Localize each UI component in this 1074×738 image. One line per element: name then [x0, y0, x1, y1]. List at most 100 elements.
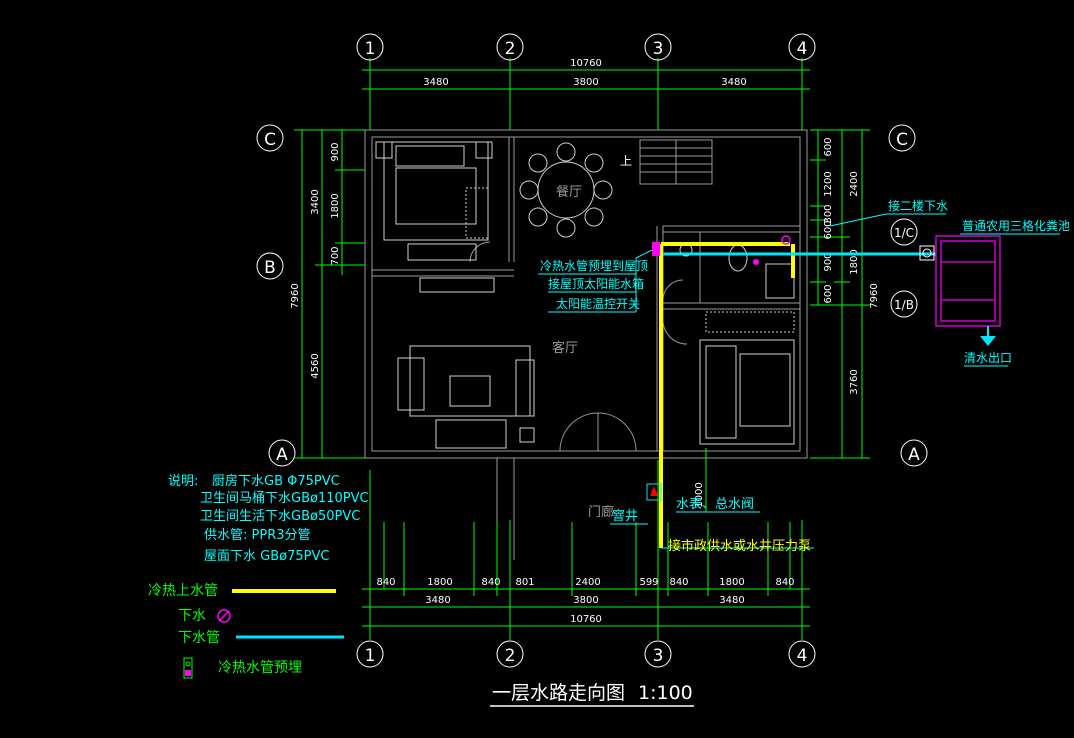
entrance-door — [559, 412, 599, 452]
stairs-up-label: 上 — [620, 154, 632, 168]
grid-label-col: 2 — [505, 646, 516, 666]
room-labels: 餐厅 客厅 门廊 上 — [552, 154, 632, 520]
note-solar-tank: 接屋顶太阳能水箱 — [548, 276, 644, 291]
notes-line: 卫生间生活下水GBø50PVC — [200, 509, 360, 524]
wardrobe — [705, 311, 795, 333]
drain-point-marker — [753, 259, 759, 265]
dimension-lines — [294, 69, 870, 627]
grid-label-col: 1 — [365, 39, 376, 59]
note-meter-valve: 水表、总水阀 — [676, 497, 754, 512]
septic-tank-outer — [935, 235, 1001, 327]
dim-left-inner: 700 — [330, 246, 341, 265]
legend-label-drain-point: 下水 — [178, 608, 206, 624]
legend-label-hot-cold: 冷热上水管 — [148, 583, 218, 599]
room-porch: 门廊 — [588, 504, 614, 520]
dim-bottom-detail: 840 — [775, 577, 794, 588]
bed-upper-left — [383, 141, 489, 241]
grid-label-col: 2 — [505, 39, 516, 59]
legend-label-drain-pipe: 下水管 — [178, 630, 220, 646]
note-clean-outlet: 清水出口 — [964, 351, 1012, 365]
pillow — [395, 145, 465, 167]
dim-bottom-detail: 840 — [376, 577, 395, 588]
grid-label-row: 1/B — [894, 298, 914, 312]
notes-heading: 说明: — [168, 474, 198, 489]
notes-line: 供水管: PPR3分管 — [204, 528, 311, 543]
dim-right-outer: 2400 — [849, 171, 860, 196]
legend-prebury-icon — [183, 657, 193, 679]
sofa-bottom — [435, 419, 507, 449]
dim-top-seg: 3800 — [573, 77, 598, 88]
dim-right-inner: 1200 — [823, 171, 834, 196]
bedroom-door-left — [469, 241, 491, 263]
entrance-door — [597, 412, 637, 452]
grid-labels: 1 2 3 4 1 2 3 4 C B A C 1/C 1/B A — [264, 39, 920, 666]
annotation-texts: 冷热水管预埋到屋顶 接屋顶太阳能水箱 太阳能温控开关 接二楼下水 普通农用三格化… — [540, 198, 1070, 554]
dim-left-outer: 3400 — [310, 189, 321, 214]
drain-point-marker — [781, 235, 791, 245]
bed-right — [699, 339, 795, 445]
inspection-well-icon — [650, 486, 658, 496]
dimension-texts: 10760 3480 3800 3480 840 1800 840 801 24… — [376, 58, 794, 625]
note-second-floor-drain: 接二楼下水 — [888, 198, 948, 213]
dresser — [407, 243, 477, 261]
dim-left-inner: 900 — [330, 142, 341, 161]
grid-label-row: B — [264, 258, 276, 278]
dim-bottom-seg: 3480 — [719, 595, 744, 606]
toilet — [728, 244, 748, 272]
dim-left-inner: 1800 — [330, 193, 341, 218]
notes-block: 说明: 厨房下水GB Φ75PVC 卫生间马桶下水GBø110PVC 卫生间生活… — [168, 473, 369, 564]
note-inspection-well: 窨井 — [612, 508, 638, 524]
dim-right-total: 7960 — [869, 283, 880, 308]
grid-label-row: A — [908, 445, 920, 465]
notes-line: 屋面下水 GBø75PVC — [204, 549, 329, 564]
legend-label-prebury: 冷热水管预埋 — [218, 660, 302, 676]
shower — [765, 263, 795, 299]
note-prebury: 冷热水管预埋到屋顶 — [540, 258, 648, 273]
junction-box — [919, 245, 935, 261]
dim-bottom-detail: 1800 — [719, 577, 744, 588]
dim-left-total: 7960 — [290, 283, 301, 308]
sofa-set — [409, 345, 531, 417]
exterior-wall-outer — [364, 129, 808, 459]
title-text: 一层水路走向图 — [492, 682, 625, 704]
dim-bottom-detail: 599 — [639, 577, 658, 588]
grid-label-row: 1/C — [894, 226, 914, 240]
notes-line: 卫生间马桶下水GBø110PVC — [200, 491, 369, 506]
prebury-marker — [652, 242, 660, 256]
dim-right-inner: 300 — [823, 204, 834, 223]
dim-top-seg: 3480 — [721, 77, 746, 88]
furniture — [375, 141, 795, 449]
annotation-leaders — [538, 213, 1060, 549]
note-solar-switch: 太阳能温控开关 — [556, 296, 640, 311]
dim-right-inner: 600 — [823, 284, 834, 303]
grid-label-row: A — [276, 445, 288, 465]
exterior-wall-inner — [371, 136, 801, 452]
legend-drain-point-icon — [217, 609, 231, 623]
dim-bottom-detail: 801 — [515, 577, 534, 588]
grid-label-col: 4 — [797, 646, 808, 666]
grid-bubbles — [256, 33, 928, 668]
notes-line: 厨房下水GB Φ75PVC — [212, 473, 340, 489]
dim-top-seg: 3480 — [423, 77, 448, 88]
dim-entry-vertical: 1000 — [694, 482, 705, 507]
note-septic-tank: 普通农用三格化粪池 — [962, 218, 1070, 233]
dim-bottom-seg: 3480 — [425, 595, 450, 606]
pillow-right — [705, 345, 737, 439]
meter-box — [646, 483, 662, 501]
dim-bottom-detail: 840 — [669, 577, 688, 588]
dim-right-inner: 600 — [823, 220, 834, 239]
dim-top-total: 10760 — [570, 58, 602, 69]
bath-door — [662, 279, 684, 301]
grid-label-col: 1 — [365, 646, 376, 666]
building-outline — [364, 129, 808, 560]
armchair — [397, 357, 425, 411]
dim-bottom-total: 10760 — [570, 614, 602, 625]
grid-label-row: C — [896, 130, 908, 150]
dim-bottom-seg: 3800 — [573, 595, 598, 606]
tv-cabinet — [419, 277, 495, 293]
drawing-title: 一层水路走向图 1:100 — [490, 682, 694, 707]
outlet-arrow-icon — [980, 336, 996, 346]
dim-bottom-detail: 2400 — [575, 577, 600, 588]
dim-right-inner: 900 — [823, 252, 834, 271]
